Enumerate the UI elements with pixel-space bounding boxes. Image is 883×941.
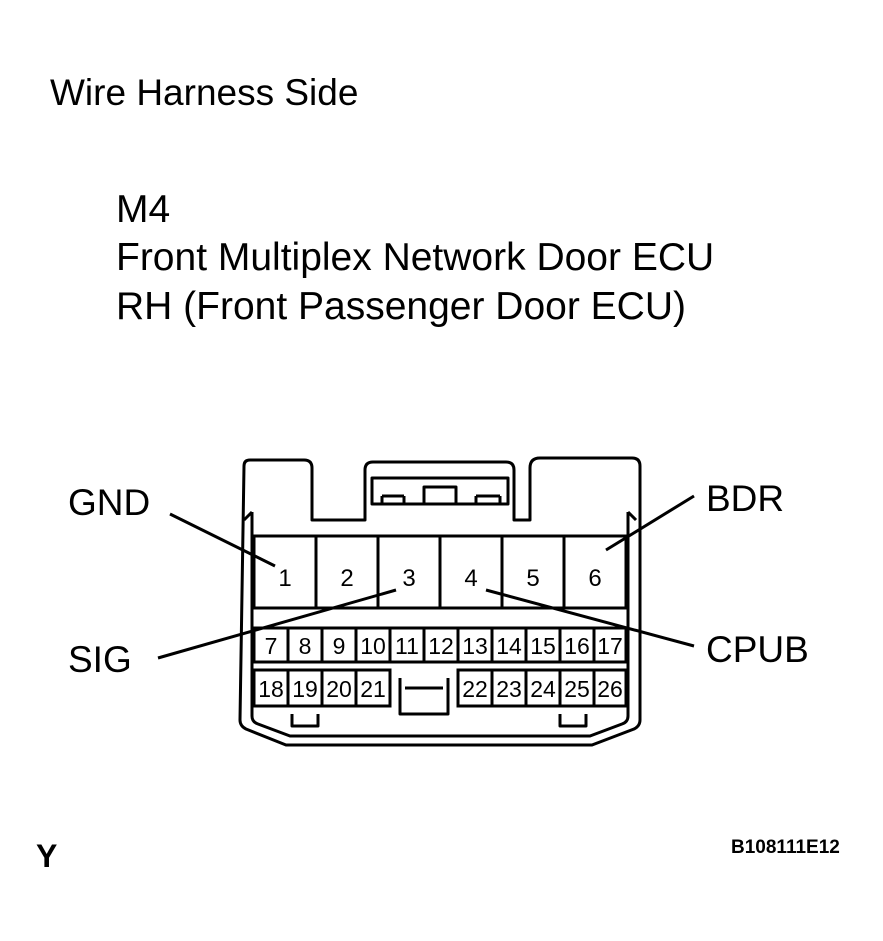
figure-code: B108111E12 <box>731 837 840 858</box>
pin-26: 26 <box>597 676 623 702</box>
pin-11: 11 <box>395 633 419 659</box>
pin-9: 9 <box>333 633 346 659</box>
middle-pin-numbers: 7 8 9 10 11 12 13 14 15 16 17 <box>265 633 623 659</box>
sig-leader-line <box>157 588 397 660</box>
pin-8: 8 <box>299 633 312 659</box>
gnd-leader-line <box>169 512 276 568</box>
bdr-leader-line <box>605 494 695 552</box>
pin-21: 21 <box>360 676 386 702</box>
callout-leaders <box>157 494 695 660</box>
pin-15: 15 <box>530 633 556 659</box>
bottom-pin-numbers: 18 19 20 21 22 23 24 25 26 <box>258 676 623 702</box>
cpub-leader-line <box>485 588 695 648</box>
pin-13: 13 <box>462 633 488 659</box>
bottom-pin-row <box>252 668 628 708</box>
pin-10: 10 <box>360 633 386 659</box>
connector-name-line-1: Front Multiplex Network Door ECU <box>116 236 715 279</box>
pin-24: 24 <box>530 676 556 702</box>
pin-23: 23 <box>496 676 522 702</box>
pin-17: 17 <box>597 633 623 659</box>
pin-14: 14 <box>496 633 522 659</box>
pin-16: 16 <box>564 633 590 659</box>
middle-pin-row <box>252 626 628 664</box>
pin-25: 25 <box>564 676 590 702</box>
connector-housing <box>238 456 642 747</box>
pin-7: 7 <box>265 633 278 659</box>
cpub-label: CPUB <box>706 629 809 670</box>
pin-2: 2 <box>340 565 353 592</box>
pin-4: 4 <box>464 565 477 592</box>
pin-1: 1 <box>278 565 291 592</box>
sig-label: SIG <box>68 639 132 680</box>
pin-12: 12 <box>428 633 454 659</box>
pin-6: 6 <box>588 565 601 592</box>
top-pin-numbers: 1 2 3 4 5 6 <box>278 565 601 592</box>
view-side-title: Wire Harness Side <box>50 72 359 113</box>
bdr-label: BDR <box>706 478 785 519</box>
top-pin-row <box>252 534 628 610</box>
pin-3: 3 <box>402 565 415 592</box>
pin-5: 5 <box>526 565 539 592</box>
pin-22: 22 <box>462 676 488 702</box>
pin-19: 19 <box>292 676 318 702</box>
connector-code: M4 <box>116 188 171 231</box>
connector-name-line-2: RH (Front Passenger Door ECU) <box>116 285 686 328</box>
pin-18: 18 <box>258 676 284 702</box>
corner-letter: Y <box>36 838 58 874</box>
gnd-label: GND <box>68 482 151 523</box>
pin-20: 20 <box>326 676 352 702</box>
